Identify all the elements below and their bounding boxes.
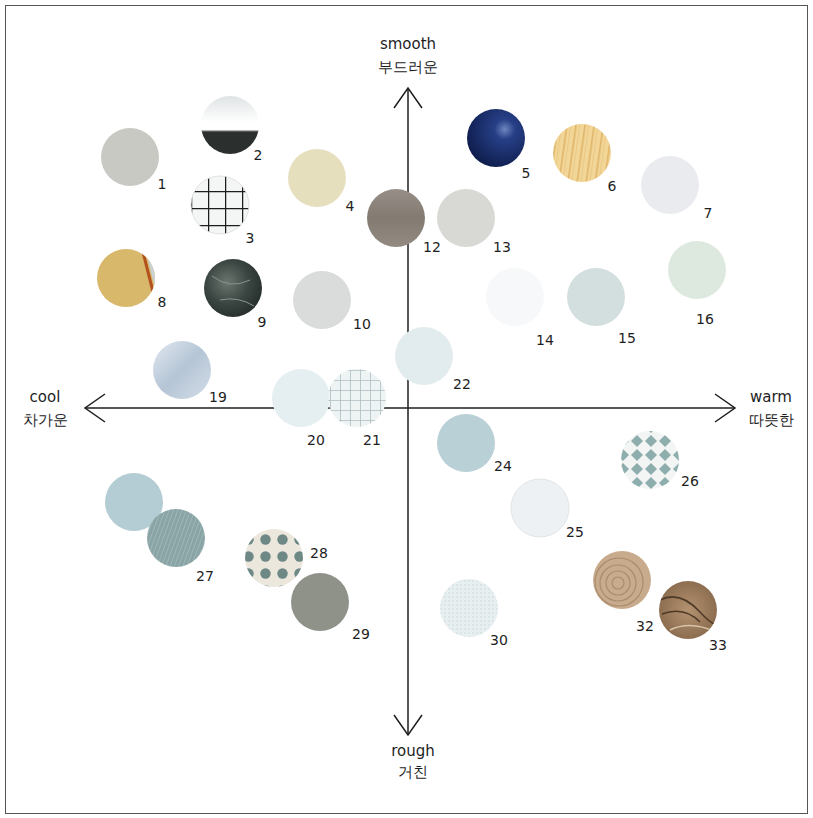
swatch	[367, 189, 425, 247]
swatch	[486, 268, 544, 326]
swatch	[395, 327, 453, 385]
swatch	[191, 176, 249, 234]
axis-label: rough	[391, 743, 435, 760]
callout-number: 19	[209, 389, 227, 405]
frame	[6, 6, 808, 814]
swatch-detail	[140, 240, 166, 320]
swatch	[272, 369, 330, 427]
swatch	[97, 249, 155, 307]
swatch	[288, 149, 346, 207]
swatch	[437, 189, 495, 247]
arrowhead	[394, 88, 422, 108]
swatch	[567, 268, 625, 326]
horizontal-axis	[85, 407, 735, 409]
axis-label: smooth	[380, 36, 436, 53]
swatch	[440, 579, 498, 637]
swatches	[97, 96, 726, 639]
swatch-detail	[212, 276, 254, 306]
swatch	[467, 109, 525, 167]
swatch	[293, 271, 351, 329]
callout-number: 20	[307, 432, 325, 448]
swatch	[553, 124, 611, 182]
swatch	[147, 509, 205, 567]
vertical-axis	[407, 88, 409, 735]
swatch	[245, 529, 303, 587]
callout-number: 13	[493, 239, 511, 255]
axis-label: 차가운	[23, 412, 68, 429]
swatch	[437, 414, 495, 472]
axes	[85, 88, 735, 735]
swatch	[621, 431, 679, 489]
swatch	[291, 573, 349, 631]
callout-number: 25	[566, 524, 584, 540]
callout-number: 30	[490, 632, 508, 648]
swatch	[153, 341, 211, 399]
arrowhead	[394, 715, 422, 735]
swatch-detail	[660, 597, 722, 632]
callout-number: 21	[363, 432, 381, 448]
swatch	[101, 128, 159, 186]
callout-number: 26	[681, 473, 699, 489]
callout-number: 1	[158, 176, 167, 192]
callout-number: 15	[618, 330, 636, 346]
callout-number: 22	[453, 376, 471, 392]
callout-number: 33	[709, 637, 727, 653]
callout-number: 3	[246, 230, 255, 246]
axis-label: 따뜻한	[749, 412, 794, 429]
callout-number: 5	[522, 165, 531, 181]
swatch	[593, 551, 651, 609]
callout-number: 14	[536, 332, 554, 348]
callout-number: 6	[608, 178, 617, 194]
swatch	[201, 96, 259, 154]
swatch	[641, 156, 699, 214]
axis-label: warm	[750, 389, 792, 406]
callout-number: 10	[353, 316, 371, 332]
callout-number: 4	[346, 198, 355, 214]
axis-label: 부드러운	[378, 59, 438, 76]
callout-number: 9	[258, 314, 267, 330]
callout-number: 27	[196, 568, 214, 584]
swatch	[511, 479, 569, 537]
callout-number: 29	[352, 626, 370, 642]
swatch	[668, 241, 726, 299]
callout-number: 16	[696, 311, 714, 327]
callout-number: 28	[310, 545, 328, 561]
swatch	[659, 581, 717, 639]
callout-number: 12	[423, 239, 441, 255]
arrowhead	[85, 394, 105, 422]
callout-number: 7	[704, 205, 713, 221]
axis-label: 거친	[398, 764, 428, 781]
callout-number: 2	[254, 147, 263, 163]
callout-number: 24	[494, 458, 512, 474]
callout-number: 32	[636, 618, 654, 634]
swatch-detail	[595, 558, 643, 606]
swatch	[328, 369, 386, 427]
axis-label: cool	[30, 389, 61, 406]
arrowhead	[715, 394, 735, 422]
swatch	[204, 259, 262, 317]
callout-number: 8	[158, 294, 167, 310]
